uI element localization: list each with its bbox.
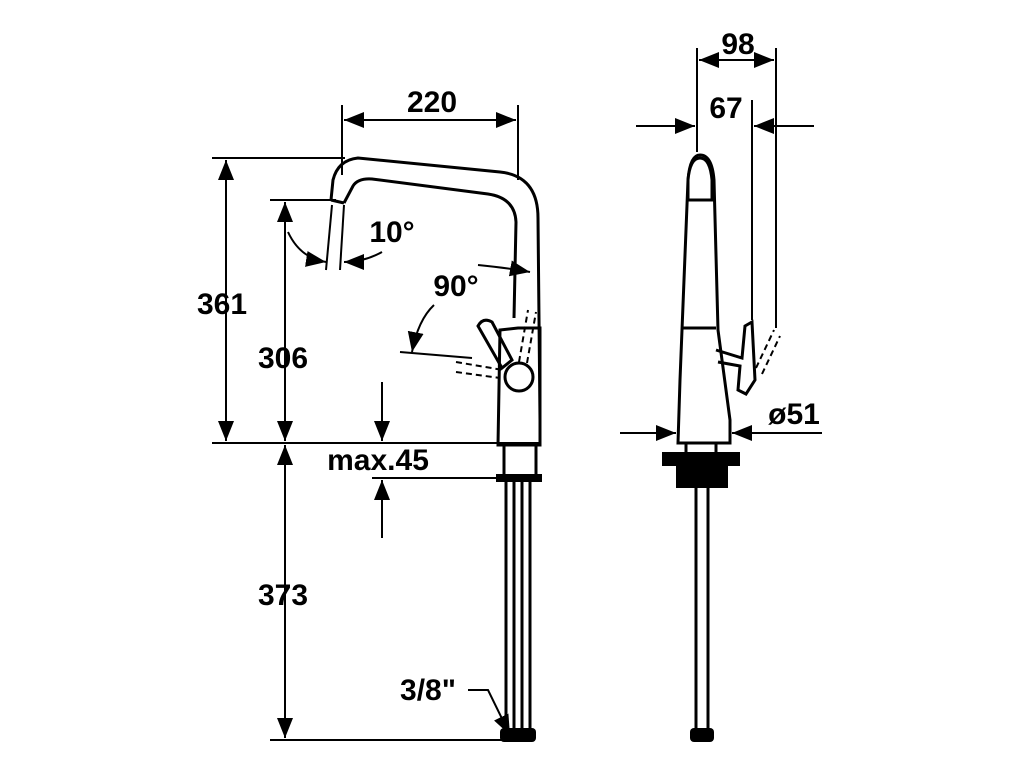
dim-total-height: 361	[197, 288, 247, 321]
dim-side-depth-total: 98	[721, 28, 754, 61]
dim-base-diameter: ø51	[768, 398, 820, 431]
dim-lever-angle: 90°	[433, 270, 478, 303]
dim-spout-angle: 10°	[369, 216, 414, 249]
lever-knob	[503, 361, 535, 393]
side-faucet-outline	[662, 153, 781, 742]
dim-hose-length: 373	[258, 579, 308, 612]
dim-max-counter-thickness: max.45	[327, 444, 429, 477]
dim-connection-thread: 3/8"	[400, 674, 456, 707]
dim-side-depth-body: 67	[709, 92, 742, 125]
dim-outlet-height: 306	[258, 342, 308, 375]
dim-spout-reach: 220	[407, 86, 457, 119]
side-dimensions: 98 67 ø51	[620, 28, 822, 441]
front-dimensions: 220 361 306 373 max.45 3/8" 10° 90	[197, 86, 540, 741]
